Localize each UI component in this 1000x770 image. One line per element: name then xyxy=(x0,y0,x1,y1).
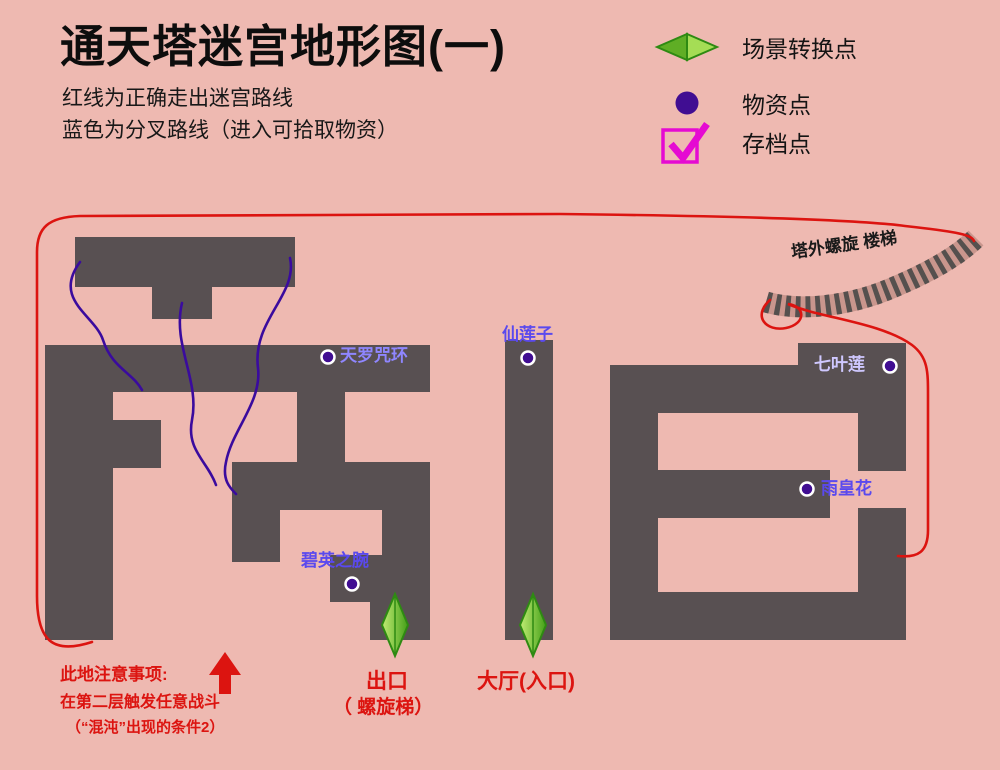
maze-wall xyxy=(798,343,906,413)
branch-route xyxy=(178,301,218,487)
supply-point-dot xyxy=(320,349,336,365)
supply-point-dots xyxy=(320,349,898,592)
legend-label-supply-point: 物资点 xyxy=(742,92,811,118)
supply-point-dot xyxy=(344,576,360,592)
legend-item-supply-point: 物资点 xyxy=(654,86,811,120)
legend-item-scene-transition: 场景转换点 xyxy=(654,30,857,64)
scene-transition-marker-entrance xyxy=(518,591,548,659)
notice-arrow-icon xyxy=(209,652,241,694)
maze-wall xyxy=(858,413,906,471)
maze-wall xyxy=(232,462,430,510)
legend-label-scene-transition: 场景转换点 xyxy=(742,36,857,62)
red-route-right xyxy=(760,298,930,558)
notes-line-1: 在第二层触发任意战斗 xyxy=(60,694,221,711)
subtitle-line-1: 红线为正确走出迷宫路线 xyxy=(62,87,293,110)
supply-point-icon xyxy=(654,90,720,116)
red-route-main xyxy=(35,212,976,648)
maze-wall xyxy=(505,340,553,640)
maze-wall xyxy=(858,508,906,598)
exit-sublabel: （ 螺旋梯） xyxy=(333,697,434,718)
legend-item-save-point: 存档点 xyxy=(654,120,811,164)
scene-transition-marker-exit xyxy=(380,591,410,659)
scene-transition-icon xyxy=(654,32,720,62)
branch-route xyxy=(69,260,144,392)
supply-point-dot xyxy=(882,358,898,374)
entrance-label: 大厅(入口) xyxy=(477,670,575,693)
supply-point-dot xyxy=(520,350,536,366)
maze-wall xyxy=(382,510,430,560)
item-label-biyingzhiwan: 碧英之腕 xyxy=(301,551,369,570)
item-label-qiyelian: 七叶莲 xyxy=(814,355,865,374)
maze-wall xyxy=(75,237,295,287)
maze-wall xyxy=(297,392,345,470)
subtitle-line-2: 蓝色为分叉路线（进入可拾取物资） xyxy=(62,119,398,142)
red-route xyxy=(35,212,976,648)
right-maze xyxy=(505,340,906,640)
maze-wall xyxy=(113,420,161,468)
exit-label: 出口 xyxy=(366,670,408,693)
item-label-yuhuanghua: 雨皇花 xyxy=(821,479,872,498)
notes-heading: 此地注意事项: xyxy=(60,665,168,684)
maze-wall xyxy=(232,510,280,562)
blue-branch-routes xyxy=(69,256,293,496)
branch-route xyxy=(223,256,293,496)
maze-wall xyxy=(610,592,906,640)
page-title: 通天塔迷宫地形图(一) xyxy=(60,21,506,72)
item-label-tianluozhouhuan: 天罗咒环 xyxy=(340,346,408,365)
notes-line-2: （“混沌”出现的条件2） xyxy=(66,719,225,736)
item-label-xianlianzi: 仙莲子 xyxy=(502,325,553,344)
legend-label-save-point: 存档点 xyxy=(742,131,811,157)
save-point-icon xyxy=(654,120,720,164)
maze-wall xyxy=(45,392,113,640)
left-maze xyxy=(45,237,430,640)
supply-point-dot xyxy=(799,481,815,497)
